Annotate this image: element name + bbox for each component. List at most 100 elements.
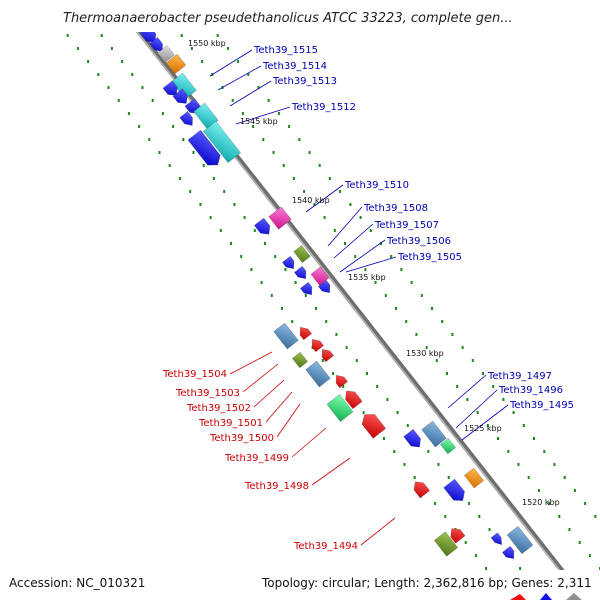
gene-label-teth39-1515[interactable]: Teth39_1515 xyxy=(253,45,318,56)
gene-glyph-steel-33[interactable] xyxy=(421,420,447,448)
gene-glyph-cyan-12[interactable] xyxy=(202,120,242,164)
gene-glyph-red-25[interactable] xyxy=(318,346,335,363)
tick-dot-outer-left xyxy=(464,541,467,544)
gene-glyph-blue-13[interactable] xyxy=(187,129,224,170)
gene-label-teth39-1502[interactable]: Teth39_1502 xyxy=(186,403,251,414)
title-bar-background xyxy=(0,0,600,32)
tick-dot-inner-right xyxy=(425,346,428,349)
gene-glyph-blue-32[interactable] xyxy=(403,428,425,451)
tick-dot-outer-right xyxy=(339,190,342,193)
gene-label-teth39-1505[interactable]: Teth39_1505 xyxy=(397,252,462,263)
tick-dot-outer-left xyxy=(97,73,100,76)
tick-dot-outer-right xyxy=(471,359,474,362)
gene-glyph-blue-14[interactable] xyxy=(253,217,273,238)
gene-glyph-olive-16[interactable] xyxy=(293,244,311,264)
gene-label-teth39-1496[interactable]: Teth39_1496 xyxy=(498,385,563,396)
kbp-marker-1520: 1520 kbp xyxy=(522,498,560,507)
tick-dot-outer-right xyxy=(277,112,280,115)
gene-label-teth39-1514[interactable]: Teth39_1514 xyxy=(262,61,327,72)
gene-label-teth39-1498[interactable]: Teth39_1498 xyxy=(244,481,309,492)
gene-glyph-blue-42[interactable] xyxy=(501,545,517,562)
gene-glyph-red-35[interactable] xyxy=(410,478,431,499)
tick-dot-inner-right xyxy=(384,294,387,297)
tick-dot-outer-left xyxy=(383,437,385,440)
gene-label-teth39-1513[interactable]: Teth39_1513 xyxy=(272,76,337,87)
gene-label-teth39-1497[interactable]: Teth39_1497 xyxy=(487,371,552,382)
gene-label-teth39-1494[interactable]: Teth39_1494 xyxy=(293,541,358,552)
gene-glyph-gray-4[interactable] xyxy=(157,45,175,63)
tick-dot-outer-left xyxy=(230,242,232,245)
gene-label-teth39-1504[interactable]: Teth39_1504 xyxy=(162,369,227,380)
gene-label-teth39-1508[interactable]: Teth39_1508 xyxy=(363,203,428,214)
tick-dot-inner-right xyxy=(527,476,530,479)
gene-glyph-red-31[interactable] xyxy=(358,410,387,439)
gene-glyph-orange-5[interactable] xyxy=(165,53,187,75)
tick-dot-outer-left xyxy=(178,177,181,180)
gene-glyph-blue-36[interactable] xyxy=(443,478,469,505)
gene-glyph-red-29[interactable] xyxy=(342,387,363,410)
tick-dot-outer-right xyxy=(584,502,587,505)
gene-glyph-blue-3[interactable] xyxy=(149,36,167,54)
gene-glyph-blue-8[interactable] xyxy=(172,88,191,107)
gene-glyph-magenta-19[interactable] xyxy=(310,266,330,286)
gene-glyph-red-24[interactable] xyxy=(308,336,325,353)
gene-label-teth39-1507[interactable]: Teth39_1507 xyxy=(374,220,439,231)
gene-glyph-magenta-15[interactable] xyxy=(268,206,292,230)
gene-glyph-blue-18[interactable] xyxy=(293,265,309,282)
footer-background xyxy=(0,570,600,600)
tick-dot-inner-left xyxy=(396,411,399,414)
gene-glyph-blue-40[interactable] xyxy=(490,532,505,547)
kbp-marker-1530: 1530 kbp xyxy=(406,349,444,358)
gene-glyph-olive-26[interactable] xyxy=(291,351,309,369)
gene-glyph-olive-38[interactable] xyxy=(433,531,459,557)
reverse-gene-labels: Teth39_1504 Teth39_1503 Teth39_1502 Teth… xyxy=(162,369,358,552)
gene-label-teth39-1500[interactable]: Teth39_1500 xyxy=(209,433,274,444)
tick-dot-outer-right xyxy=(369,229,372,232)
tick-dot-outer-left xyxy=(199,203,202,206)
gene-glyph-orange-37[interactable] xyxy=(463,467,485,489)
gene-glyph-green-30[interactable] xyxy=(326,393,354,423)
tick-dot-inner-left xyxy=(121,60,124,63)
gene-glyph-red-23[interactable] xyxy=(296,324,313,341)
tick-dot-outer-right xyxy=(573,489,576,492)
gene-label-teth39-1501[interactable]: Teth39_1501 xyxy=(198,418,263,429)
tick-dot-inner-right xyxy=(333,229,336,232)
gene-label-teth39-1503[interactable]: Teth39_1503 xyxy=(175,388,240,399)
gene-glyph-red-39[interactable] xyxy=(447,525,466,544)
tick-dot-outer-left xyxy=(260,281,263,284)
gene-glyph-cyan-6[interactable] xyxy=(171,72,197,100)
gene-glyph-steel-41[interactable] xyxy=(506,525,534,555)
gene-glyph-red-28[interactable] xyxy=(332,372,349,389)
gene-glyph-blue-11[interactable] xyxy=(179,110,197,128)
tick-dot-inner-left xyxy=(478,515,481,518)
tick-dot-inner-right xyxy=(415,333,418,336)
gene-glyph-blue-17[interactable] xyxy=(281,255,297,272)
tick-dot-inner-right xyxy=(190,47,193,50)
tick-dot-inner-left xyxy=(437,463,440,466)
gene-glyph-steel-27[interactable] xyxy=(305,360,331,388)
gene-label-teth39-1506[interactable]: Teth39_1506 xyxy=(386,236,451,247)
tick-dot-inner-left xyxy=(447,476,450,479)
tick-dot-inner-right xyxy=(364,268,367,271)
gene-label-teth39-1510[interactable]: Teth39_1510 xyxy=(344,180,409,191)
tick-dot-outer-right xyxy=(349,203,352,206)
gene-glyph-blue-7[interactable] xyxy=(162,80,181,99)
tick-dot-outer-right xyxy=(563,476,566,479)
tick-dot-outer-right xyxy=(451,333,454,336)
tick-dot-outer-right xyxy=(216,34,219,37)
gene-glyph-blue-9[interactable] xyxy=(184,98,203,117)
tick-dot-outer-left xyxy=(485,567,488,570)
gene-label-teth39-1499[interactable]: Teth39_1499 xyxy=(224,453,289,464)
gene-track xyxy=(129,10,534,562)
gene-glyph-green-34[interactable] xyxy=(439,437,457,455)
gene-label-teth39-1495[interactable]: Teth39_1495 xyxy=(509,400,574,411)
tick-dot-tracks xyxy=(46,8,600,596)
gene-glyph-steel-22[interactable] xyxy=(273,322,299,350)
gene-glyph-blue-20[interactable] xyxy=(299,281,315,298)
leader-line-14 xyxy=(242,363,279,393)
tick-dot-inner-left xyxy=(366,372,368,375)
tick-dot-inner-right xyxy=(486,424,489,427)
tick-dot-inner-left xyxy=(345,346,348,349)
gene-label-teth39-1512[interactable]: Teth39_1512 xyxy=(291,102,356,113)
gene-glyph-blue-21[interactable] xyxy=(317,279,333,296)
